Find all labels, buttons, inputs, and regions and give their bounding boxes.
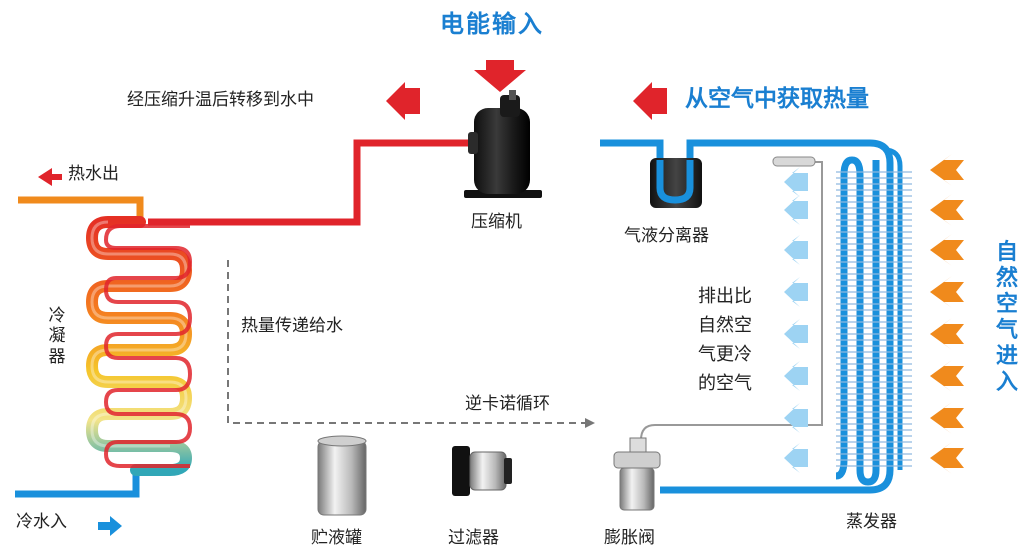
filter-label: 过滤器	[448, 528, 499, 548]
expansion-valve-label: 膨胀阀	[604, 528, 655, 548]
dashed-arrowhead	[585, 418, 595, 428]
condenser-label: 冷凝器	[48, 306, 66, 367]
condenser-refrigerant-coil	[103, 224, 193, 468]
hot-water-out-label: 热水出	[68, 164, 119, 184]
cold-air-arrow	[784, 443, 808, 473]
natural-air-in-arrows	[930, 154, 964, 474]
reverse-carnot-label: 逆卡诺循环	[465, 394, 550, 414]
cold-air-arrow	[784, 319, 808, 349]
cold-air-arrow	[784, 277, 808, 307]
filter	[452, 446, 512, 496]
cold-water-in-label: 冷水入	[16, 512, 67, 532]
natural-air-arrow	[930, 194, 964, 226]
colder-air-line-1: 排出比	[698, 286, 752, 307]
evaporator-coil	[835, 147, 903, 486]
absorb-air-label: 从空气中获取热量	[685, 86, 869, 112]
compress-heat-label: 经压缩升温后转移到水中	[127, 90, 314, 110]
evaporator-label: 蒸发器	[846, 512, 897, 532]
hot-water-out-arrowhead	[38, 168, 62, 186]
cold-air-arrow	[784, 195, 808, 225]
cold-water-in-arrowhead	[98, 516, 122, 536]
heat-transfer-label: 热量传递给水	[241, 316, 343, 336]
cold-air-arrow	[784, 235, 808, 265]
natural-air-arrow	[930, 234, 964, 266]
heat-from-air-arrow	[633, 82, 667, 120]
colder-air-line-3: 气更冷	[698, 344, 752, 365]
natural-air-arrow	[930, 360, 964, 392]
separator-label: 气液分离器	[624, 226, 709, 246]
gas-liquid-separator	[650, 158, 702, 208]
cold-air-arrow	[784, 361, 808, 391]
colder-air-label: 排出比 自然空 气更冷 的空气	[698, 282, 752, 398]
natural-air-arrow	[930, 402, 964, 434]
colder-air-line-4: 的空气	[698, 373, 752, 394]
power-input-arrow	[474, 60, 526, 92]
power-input-label: 电能输入	[440, 10, 544, 38]
cold-air-arrow	[784, 403, 808, 433]
natural-air-arrow	[930, 442, 964, 474]
heat-to-water-arrow	[386, 82, 420, 120]
receiver-tank	[317, 435, 367, 516]
compressor	[464, 90, 542, 198]
condenser-coil	[85, 216, 193, 476]
natural-air-arrow	[930, 318, 964, 350]
receiver-label: 贮液罐	[311, 528, 362, 548]
sensor-bulb	[772, 156, 816, 167]
cold-water-in-pipe	[15, 470, 140, 498]
natural-air-arrow	[930, 154, 964, 186]
cold-air-out-arrows	[784, 167, 808, 473]
heat-transfer-dashed-line	[227, 260, 585, 424]
hot-water-out-pipe	[18, 196, 144, 222]
evaporator-inlet-pipe	[660, 460, 894, 494]
natural-air-arrow	[930, 276, 964, 308]
natural-air-in-label: 自然空气进入	[996, 240, 1019, 395]
expansion-valve-body	[613, 437, 661, 511]
colder-air-line-2: 自然空	[698, 315, 752, 336]
hot-gas-pipe	[148, 139, 478, 226]
cold-air-arrow	[784, 167, 808, 197]
evaporator-fins	[836, 171, 912, 467]
compressor-label: 压缩机	[471, 212, 522, 232]
